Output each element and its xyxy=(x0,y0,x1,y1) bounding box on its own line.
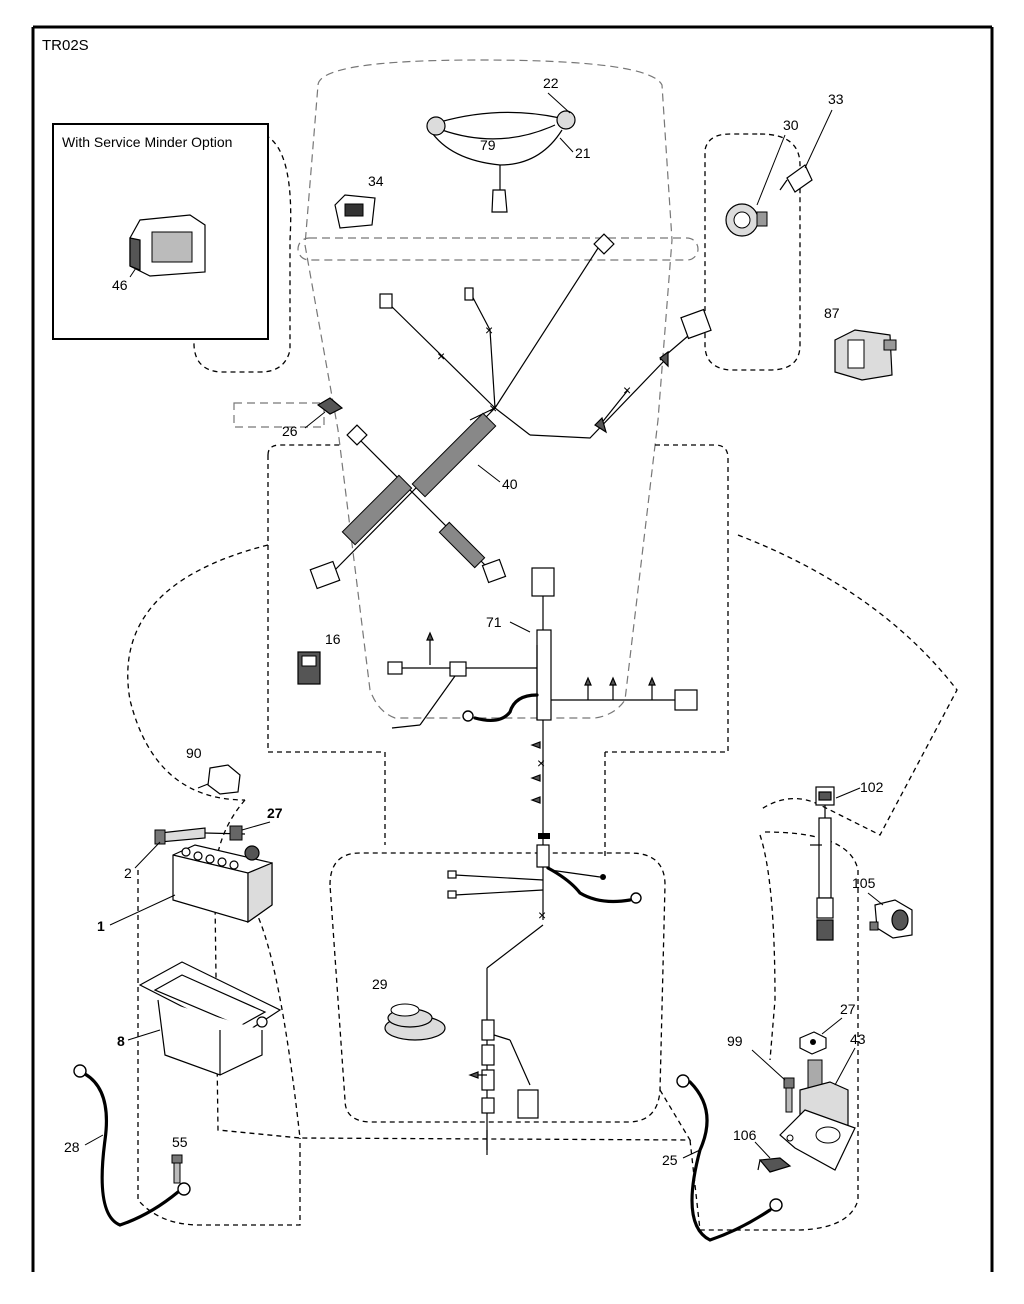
hood-outline xyxy=(304,59,673,719)
left-panel-outline xyxy=(267,444,340,456)
part-label-34: 34 xyxy=(368,173,384,189)
part-label-79: 79 xyxy=(480,137,496,153)
bolt-55 xyxy=(171,1154,183,1184)
part-label-55: 55 xyxy=(172,1134,188,1150)
fuse-holder-outline xyxy=(233,402,325,428)
part-label-30: 30 xyxy=(783,117,799,133)
service-minder-display xyxy=(129,214,206,277)
part-label-40: 40 xyxy=(502,476,518,492)
svg-text:×: × xyxy=(437,348,445,364)
part-label-2: 2 xyxy=(124,865,132,881)
cable-28 xyxy=(73,1064,191,1227)
part-label-26: 26 xyxy=(282,423,298,439)
part-label-29: 29 xyxy=(372,976,388,992)
headlight-bulb-right xyxy=(556,110,576,130)
part-label-22: 22 xyxy=(543,75,559,91)
part-label-46: 46 xyxy=(112,277,128,293)
headlight-harness xyxy=(426,110,576,213)
part-29 xyxy=(384,1003,446,1041)
clip-106 xyxy=(757,1157,792,1173)
part-label-90: 90 xyxy=(186,745,202,761)
svg-text:×: × xyxy=(537,755,545,771)
battery-tray xyxy=(138,961,282,1076)
svg-text:×: × xyxy=(485,322,493,338)
part-label-105: 105 xyxy=(852,875,876,891)
part-label-1: 1 xyxy=(97,918,105,934)
svg-text:×: × xyxy=(489,400,497,416)
part-label-106: 106 xyxy=(733,1127,757,1143)
part-label-27-right: 27 xyxy=(840,1001,856,1017)
part-label-43: 43 xyxy=(850,1031,866,1047)
lower-right-outline xyxy=(689,831,859,1231)
part-label-99: 99 xyxy=(727,1033,743,1049)
part-label-25: 25 xyxy=(662,1152,678,1168)
headlight-bulb-left xyxy=(426,116,446,136)
part-label-27-top: 27 xyxy=(267,805,283,821)
solenoid-105 xyxy=(869,899,913,939)
pto-switch xyxy=(834,329,897,381)
relay xyxy=(297,651,321,685)
left-wheel-arc xyxy=(127,544,269,801)
battery xyxy=(154,825,273,924)
bolt-99 xyxy=(783,1077,795,1113)
right-pod-outline xyxy=(704,133,801,371)
ignition-switch xyxy=(725,203,768,237)
diagram-id: TR02S xyxy=(42,37,89,54)
part-label-33: 33 xyxy=(828,91,844,107)
page-frame xyxy=(31,25,994,1272)
nut-27 xyxy=(799,1031,827,1055)
tractor-outline xyxy=(127,59,958,1231)
left-pod-outline xyxy=(193,134,292,373)
harness-102 xyxy=(810,786,835,941)
part-label-8: 8 xyxy=(117,1033,125,1049)
starter-43 xyxy=(779,1059,856,1171)
cable-25 xyxy=(676,1074,783,1242)
option-box-title: With Service Minder Option xyxy=(62,134,232,150)
main-harness: × × × × xyxy=(309,233,712,590)
rear-harness: × × xyxy=(387,567,698,1155)
fuse xyxy=(316,397,344,415)
headlight-connector xyxy=(491,189,508,213)
part-label-28: 28 xyxy=(64,1139,80,1155)
part-label-102: 102 xyxy=(860,779,884,795)
part-label-21: 21 xyxy=(575,145,591,161)
right-wheel-arc xyxy=(737,534,958,836)
diode-90 xyxy=(197,764,241,795)
service-minder-option-box: With Service Minder Option 46 xyxy=(52,123,269,340)
switch-34 xyxy=(334,194,376,229)
hood-crossbar xyxy=(297,237,699,261)
part-label-87: 87 xyxy=(824,305,840,321)
ignition-key xyxy=(779,164,813,193)
svg-text:×: × xyxy=(623,382,631,398)
part-label-16: 16 xyxy=(325,631,341,647)
part-label-71: 71 xyxy=(486,614,502,630)
svg-text:×: × xyxy=(538,907,546,923)
